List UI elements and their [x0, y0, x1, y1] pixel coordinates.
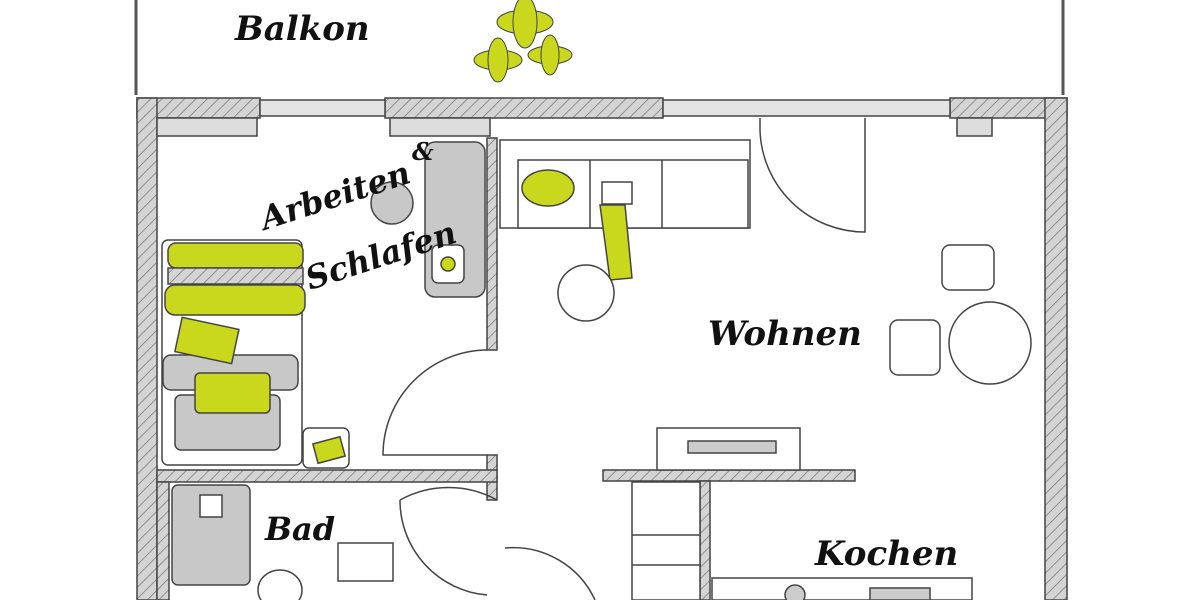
label-bath: Bad [264, 510, 335, 548]
kitchen-bath-furniture [171, 481, 973, 600]
living-furniture [499, 139, 1032, 471]
label-kitchen: Kochen [814, 534, 958, 574]
bed [161, 141, 486, 469]
plant-icon [473, 0, 573, 83]
label-living: Wohnen [708, 314, 862, 354]
balcony [134, 0, 1065, 95]
doors [382, 118, 866, 600]
label-bedroom-amp: & [412, 137, 434, 166]
label-balcony: Balkon [234, 9, 370, 49]
label-bedroom-line1: Arbeiten [253, 154, 415, 239]
